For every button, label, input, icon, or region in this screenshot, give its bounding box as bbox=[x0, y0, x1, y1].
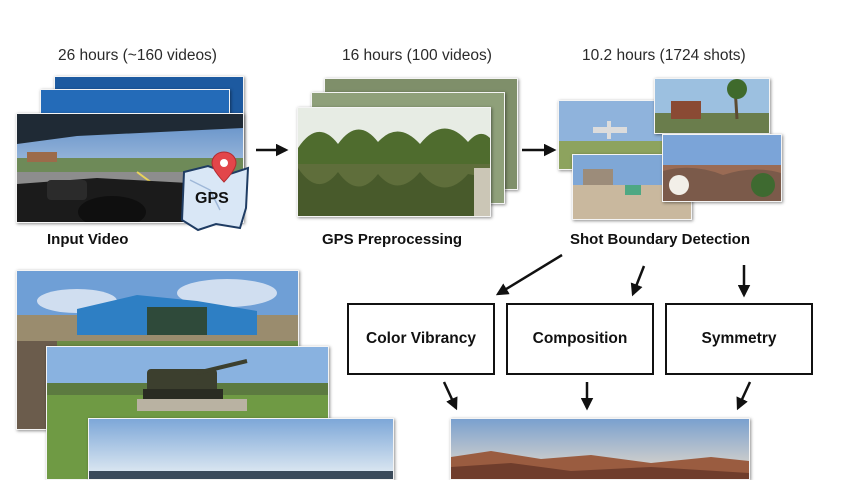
input-video-caption: Input Video bbox=[47, 231, 129, 248]
shot-frame-canyon bbox=[662, 134, 782, 202]
color-vibrancy-box: Color Vibrancy bbox=[347, 303, 495, 375]
input-duration-label: 26 hours (~160 videos) bbox=[58, 47, 217, 64]
arrow-symmetry-down bbox=[736, 381, 752, 411]
symmetry-label: Symmetry bbox=[701, 330, 777, 347]
gps-duration-label: 16 hours (100 videos) bbox=[342, 47, 492, 64]
shot-frame-sky bbox=[88, 418, 394, 480]
arrow-to-color-vibrancy bbox=[495, 253, 563, 296]
composition-box: Composition bbox=[506, 303, 654, 375]
gps-caption: GPS Preprocessing bbox=[322, 231, 463, 248]
gps-map-icon: GPS bbox=[180, 150, 252, 236]
shot-frame-palms bbox=[654, 78, 770, 134]
gps-frame-swamp bbox=[297, 107, 491, 217]
symmetry-box: Symmetry bbox=[665, 303, 813, 375]
arrow-color-down bbox=[442, 381, 458, 411]
shot-duration-label: 10.2 hours (1724 shots) bbox=[582, 47, 746, 64]
color-vibrancy-label: Color Vibrancy bbox=[366, 330, 476, 347]
shot-caption: Shot Boundary Detection bbox=[570, 231, 751, 248]
composition-label: Composition bbox=[532, 330, 628, 347]
arrow-to-composition bbox=[630, 265, 646, 297]
gps-badge-text: GPS bbox=[195, 190, 229, 207]
result-frame-canyon bbox=[450, 418, 750, 480]
